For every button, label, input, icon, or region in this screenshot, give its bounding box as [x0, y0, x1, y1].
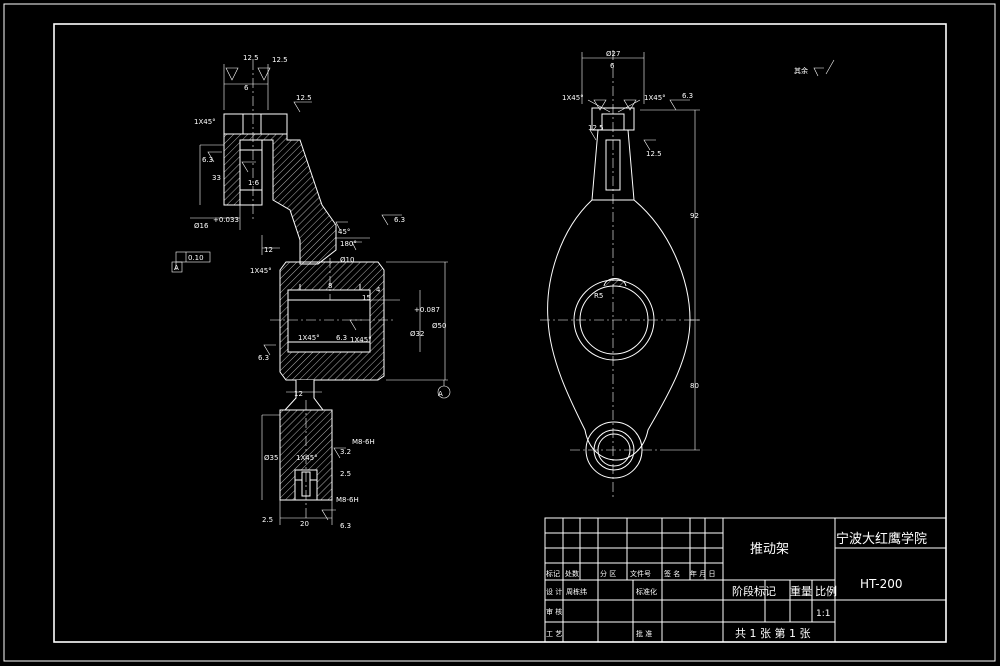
roughness-others: 其余 [794, 66, 808, 75]
label-doc: 文件号 [630, 569, 651, 578]
label-approve: 批 准 [636, 629, 652, 638]
tol-flatness: 0.10 [188, 254, 204, 262]
dim-d35: Ø35 [264, 454, 278, 462]
outer-border [3, 3, 996, 662]
dim-roughness-63-c: 6.3 [336, 334, 347, 342]
dim-chamfer-a: 1X45° [194, 118, 216, 126]
left-centerlines [252, 60, 395, 520]
dim-12-b: 12 [294, 390, 303, 398]
sheet-count: 共 1 张 第 1 张 [735, 626, 810, 640]
label-sign: 签 名 [664, 569, 680, 578]
dim-15: 15 [362, 294, 371, 302]
material: HT-200 [860, 577, 903, 591]
dim-roughness-125-right: 12.5 [646, 150, 662, 158]
dim-d16-tol: +0.033 [213, 216, 239, 224]
dim-chamfer-e: 1X45° [296, 454, 318, 462]
dim-d32: Ø32 [410, 330, 424, 338]
front-view [547, 107, 691, 479]
dim-r5: R5 [594, 292, 603, 300]
part-name: 推动架 [750, 542, 789, 557]
dim-roughness-125-c: 12.5 [296, 94, 312, 102]
dim-chamfer-d: 1X45° [350, 336, 372, 344]
dim-6-right: 6 [610, 62, 615, 70]
stage-mark-label: 阶段标记 [732, 584, 776, 598]
datum-a: A [438, 390, 443, 398]
left-dim-texts: 12.5 12.5 6 12.5 1X45° 6.3 33 1.6 Ø16 +0… [174, 54, 446, 530]
dim-roughness-63-d: 6.3 [258, 354, 269, 362]
inner-border [53, 23, 947, 643]
label-mark: 标记 [546, 569, 560, 578]
dim-d50: Ø50 [432, 322, 446, 330]
dim-m8: M8-6H [352, 438, 375, 446]
dim-roughness-25-b: 2.5 [262, 516, 273, 524]
scale-label: 比例 [815, 584, 837, 598]
dim-chamfer-right-a: 1X45° [562, 94, 584, 102]
dim-180deg: 180° [340, 240, 357, 248]
label-review: 审 核 [546, 607, 562, 616]
title-block-texts: 推动架 宁波大红鹰学院 HT-200 阶段标记 重量 比例 1:1 共 1 张 … [546, 531, 927, 640]
title-block [544, 517, 947, 643]
weight-label: 重量 [790, 584, 812, 598]
dim-roughness-25-a: 2.5 [340, 470, 351, 478]
dim-m8-b: M8-6H [336, 496, 359, 504]
right-dim-texts: Ø27 6 1X45° 1X45° 6.3 12.5 12.5 92 80 R5… [562, 50, 808, 390]
tol-datum: A [174, 264, 179, 272]
right-dim-lines [581, 52, 835, 451]
dim-chamfer-right-b: 1X45° [644, 94, 666, 102]
dim-roughness-125-a: 12.5 [243, 54, 259, 62]
dim-d32-tol: +0.087 [414, 306, 440, 314]
dim-roughness-16: 1.6 [248, 179, 260, 187]
dim-d10: Ø10 [340, 256, 354, 264]
dim-roughness-32: 3.2 [340, 448, 351, 456]
label-process: 工 艺 [546, 630, 562, 638]
label-standard: 标准化 [636, 587, 657, 596]
dim-12-a: 12 [264, 246, 273, 254]
left-dim-lines [171, 64, 451, 525]
dim-33: 33 [212, 174, 221, 182]
dim-roughness-125-right-b: 12.5 [588, 124, 604, 132]
section-view [223, 113, 385, 501]
dim-4: 4 [376, 286, 381, 294]
dim-roughness-63-e: 6.3 [340, 522, 351, 530]
school-name: 宁波大红鹰学院 [836, 531, 927, 547]
dim-roughness-63-a: 6.3 [202, 156, 213, 164]
dim-45deg: 45° [338, 228, 350, 236]
label-zone: 分 区 [600, 569, 616, 578]
label-count: 处数 [565, 569, 579, 578]
dim-d27: Ø27 [606, 50, 620, 58]
dim-80: 80 [690, 382, 699, 390]
scale-value: 1:1 [816, 609, 830, 619]
designer-name: 周栋纬 [566, 587, 587, 596]
dim-chamfer-c: 1X45° [298, 334, 320, 342]
dim-roughness-63-right: 6.3 [682, 92, 693, 100]
dim-roughness-125-b: 12.5 [272, 56, 288, 64]
dim-6-top: 6 [244, 84, 249, 92]
dim-roughness-63-b: 6.3 [394, 216, 405, 224]
dim-8: 8 [328, 282, 332, 290]
dim-chamfer-b: 1X45° [250, 267, 272, 275]
dim-d16: Ø16 [194, 222, 209, 230]
dim-20: 20 [300, 520, 309, 528]
dim-92: 92 [690, 212, 699, 220]
right-centerlines [540, 50, 700, 500]
label-date: 年 月 日 [690, 569, 715, 578]
label-design: 设 计 [546, 587, 562, 596]
